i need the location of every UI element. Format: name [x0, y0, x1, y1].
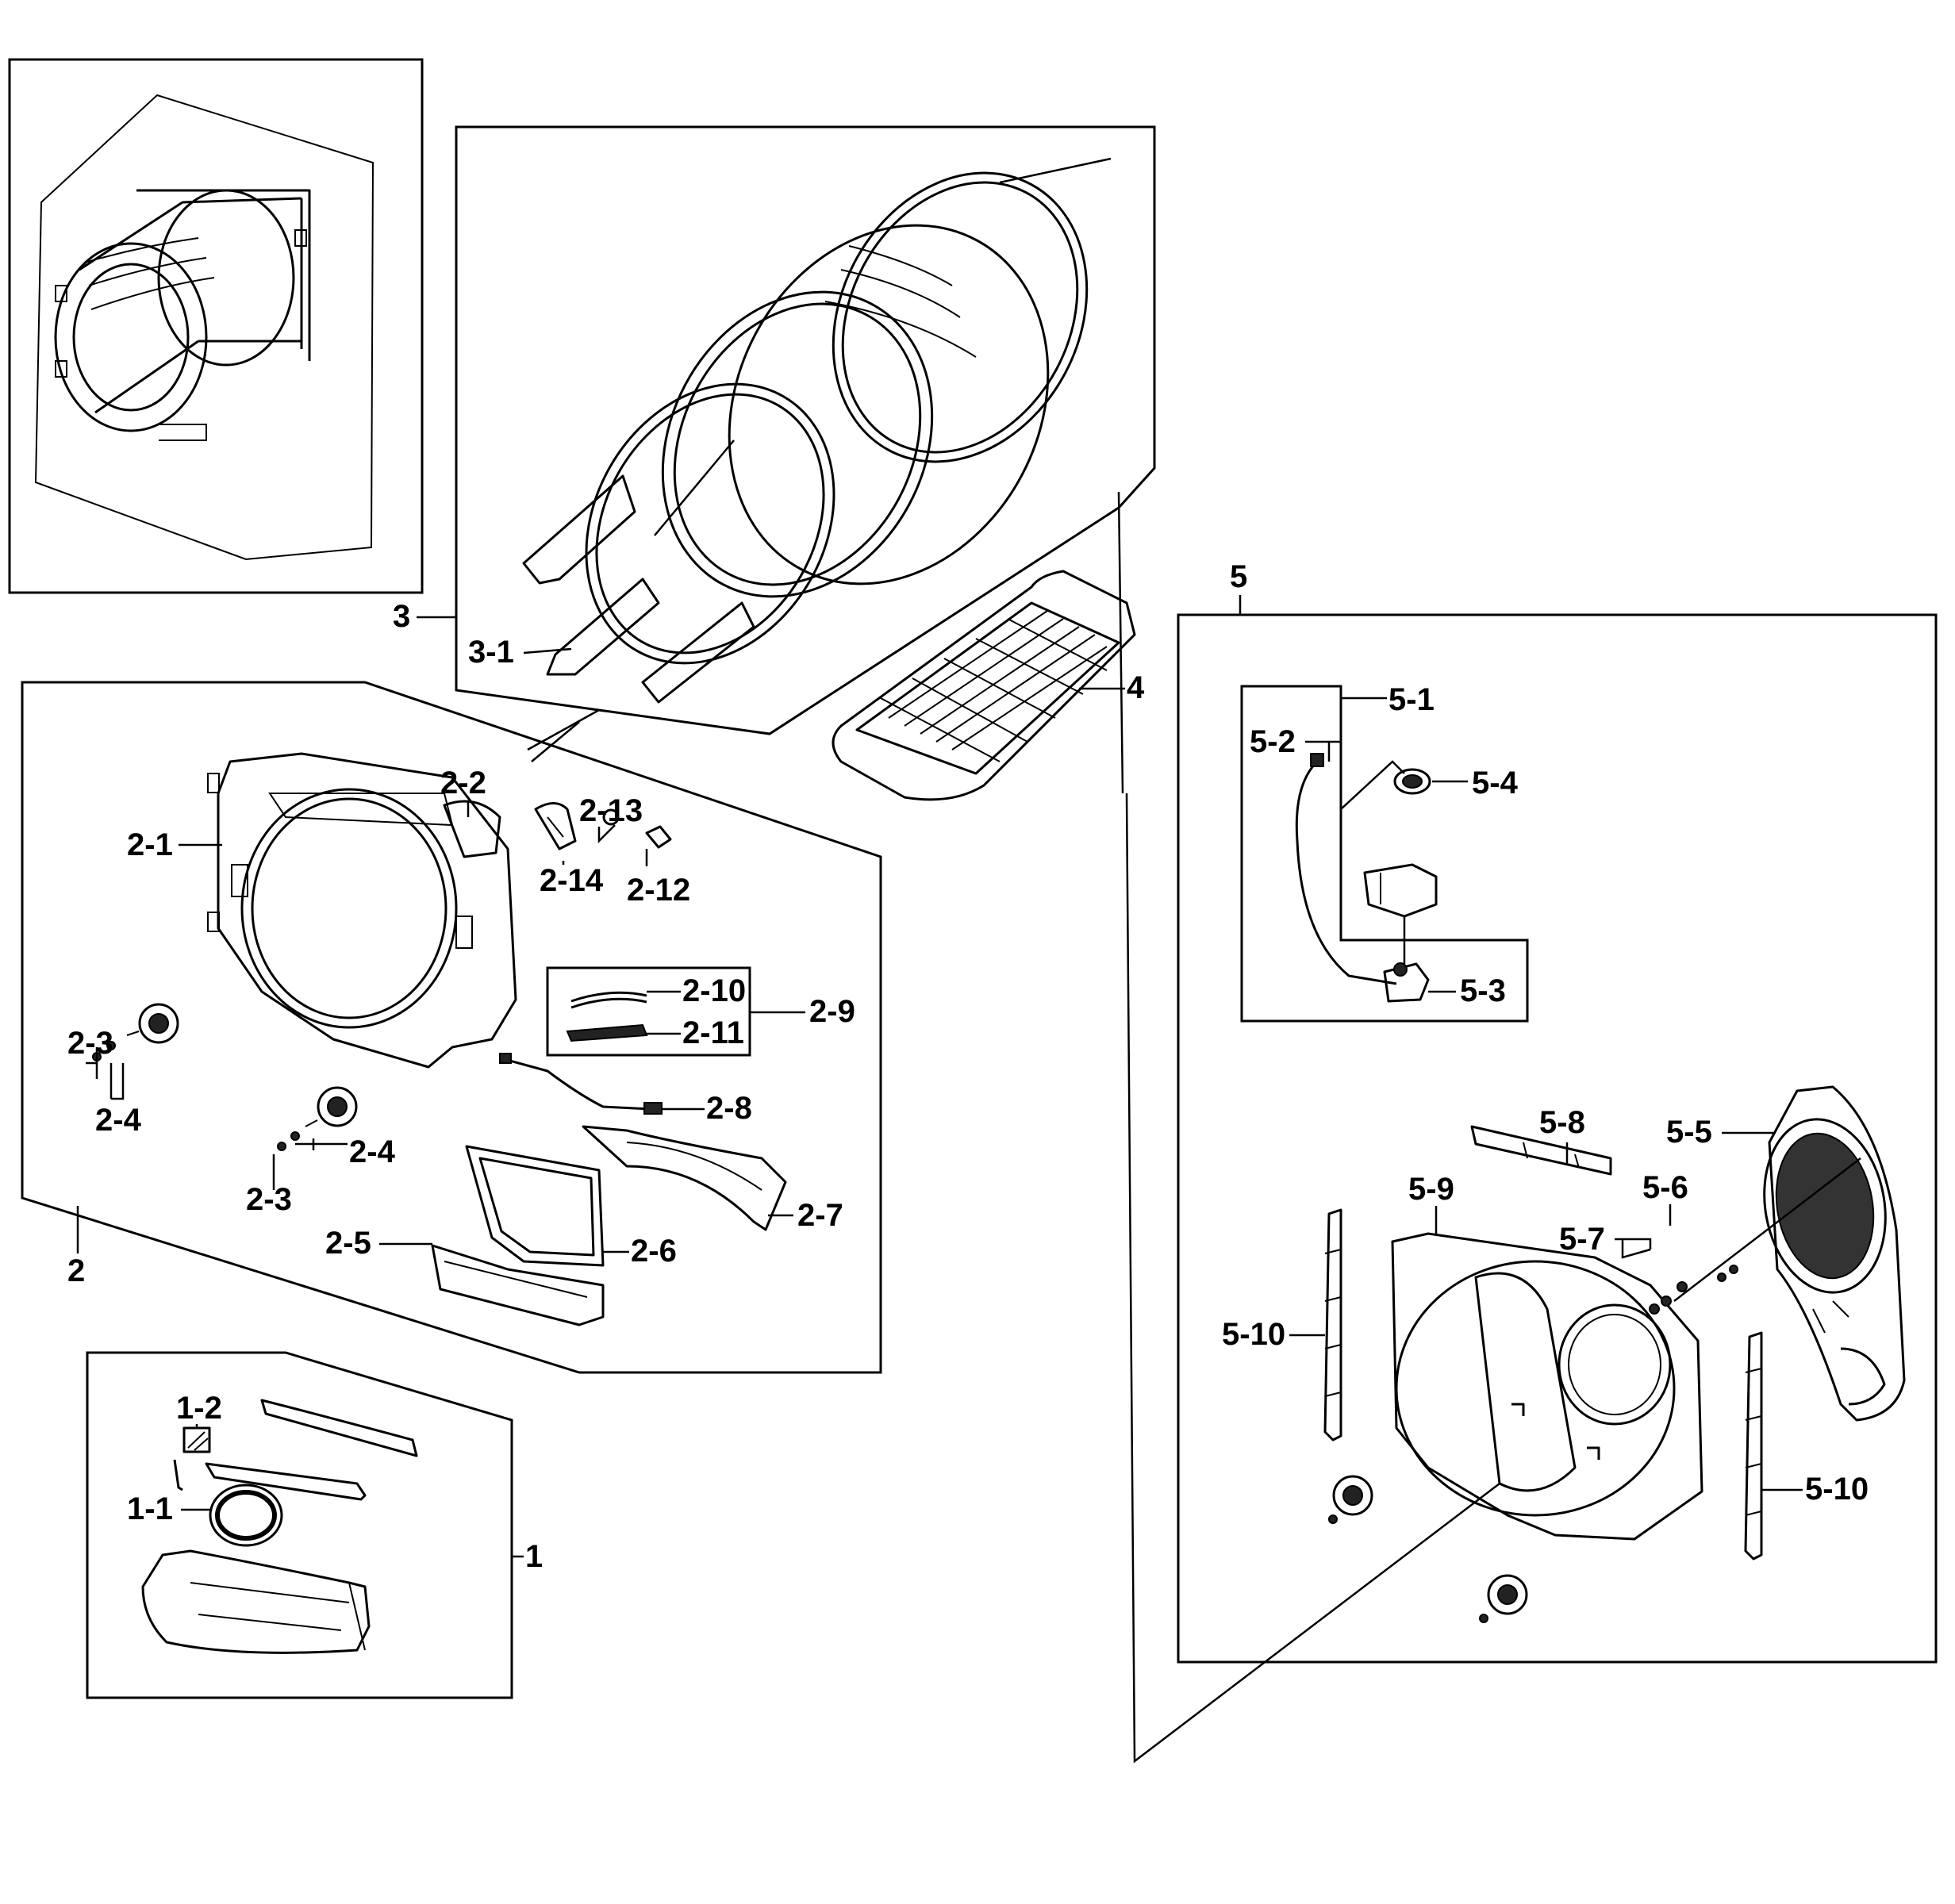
label-2-14: 2-14 — [540, 863, 604, 898]
overview-inset — [8, 58, 424, 594]
thermistor-5-4 — [1393, 768, 1431, 795]
bracket-5-8 — [1470, 1125, 1612, 1176]
label-2-3-center: 2-3 — [246, 1182, 292, 1217]
housing-5-1 — [1363, 863, 1438, 918]
rail-5-10-left — [1323, 1208, 1342, 1441]
callouts: 3 3-1 4 2 2-1 2-2 2-13 2-14 2-12 2-10 2-… — [67, 559, 1869, 1574]
group-5-rear — [1177, 613, 1938, 1664]
assembled-drum-illustration — [54, 189, 311, 441]
label-5-4: 5-4 — [1472, 766, 1519, 800]
label-2-3-left: 2-3 — [67, 1026, 113, 1061]
label-4: 4 — [1127, 670, 1145, 705]
rail-5-10-right — [1744, 1331, 1763, 1560]
label-2-12: 2-12 — [627, 873, 690, 908]
harness-2-8 — [499, 1053, 663, 1115]
label-1-1: 1-1 — [127, 1491, 173, 1526]
label-2-2: 2-2 — [440, 766, 486, 800]
drum-cylinder — [661, 224, 1050, 598]
group-2-front-frame — [21, 681, 882, 1374]
filter-mesh — [880, 610, 1108, 762]
label-5-1: 5-1 — [1388, 682, 1435, 717]
harness-5-2 — [1295, 753, 1397, 985]
label-5: 5 — [1230, 559, 1247, 594]
label-2-5: 2-5 — [325, 1226, 371, 1261]
connector-5-3 — [1383, 962, 1430, 1003]
gasket-1-1 — [209, 1484, 283, 1547]
blower-housing-5-5 — [1763, 1085, 1906, 1422]
label-2-6: 2-6 — [631, 1234, 677, 1269]
group-3-drum — [455, 125, 1156, 762]
label-5-8: 5-8 — [1539, 1105, 1585, 1140]
label-5-10-left: 5-10 — [1222, 1317, 1285, 1352]
group-4-filter — [832, 570, 1136, 801]
rear-rollers — [1328, 1265, 1738, 1623]
label-3: 3 — [393, 599, 410, 634]
label-5-9: 5-9 — [1408, 1172, 1454, 1207]
lamp-cover — [534, 802, 577, 850]
label-2-4-left: 2-4 — [95, 1103, 142, 1138]
label-2-11: 2-11 — [682, 1015, 744, 1050]
label-2-10: 2-10 — [682, 973, 746, 1008]
label-2: 2 — [67, 1253, 85, 1288]
label-5-7: 5-7 — [1559, 1222, 1605, 1257]
label-2-9: 2-9 — [809, 994, 855, 1029]
drum-lifters — [522, 474, 755, 704]
label-2-1: 2-1 — [127, 827, 173, 862]
label-2-4-center: 2-4 — [349, 1134, 396, 1169]
label-5-6: 5-6 — [1642, 1170, 1688, 1205]
label-3-1: 3-1 — [468, 635, 514, 670]
label-5-3: 5-3 — [1460, 973, 1506, 1008]
duct-body — [141, 1549, 371, 1654]
label-2-7: 2-7 — [797, 1198, 843, 1233]
label-5-10-right: 5-10 — [1805, 1472, 1869, 1507]
label-2-8: 2-8 — [706, 1091, 752, 1126]
seal-2-6 — [465, 1145, 605, 1267]
seal-1-2 — [173, 1426, 211, 1491]
front-seal-ring — [585, 382, 835, 665]
rear-panel-5-9 — [1391, 1232, 1703, 1541]
label-1-2: 1-2 — [176, 1391, 222, 1426]
label-5-2: 5-2 — [1250, 724, 1296, 759]
guide-2-5 — [431, 1244, 605, 1326]
label-5-5: 5-5 — [1666, 1115, 1712, 1150]
label-2-13: 2-13 — [579, 793, 643, 828]
front-rollers — [92, 1003, 358, 1151]
duct-2-7 — [582, 1125, 787, 1231]
rear-seal-ring — [832, 171, 1089, 463]
label-1: 1 — [525, 1539, 543, 1574]
group-1-duct — [86, 1351, 513, 1699]
door-switch — [443, 800, 501, 858]
5-1-detail-box — [1240, 685, 1529, 1023]
